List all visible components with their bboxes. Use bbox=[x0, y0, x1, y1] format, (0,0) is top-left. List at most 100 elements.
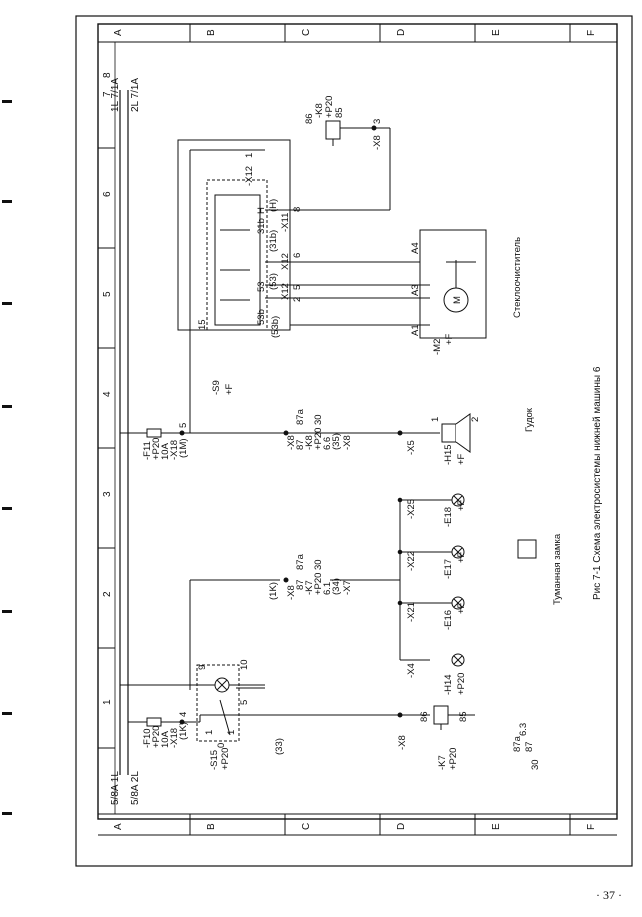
label-h15: +F bbox=[456, 453, 467, 465]
label-k8-branch-contact: 87a bbox=[295, 408, 306, 425]
label-x12-pin: 1 bbox=[244, 153, 255, 158]
binding-mark bbox=[2, 712, 12, 715]
wire-label: (33) bbox=[274, 738, 285, 755]
binding-mark bbox=[2, 610, 12, 613]
label-k7-branch: 87 bbox=[295, 579, 306, 590]
fuse-f11 bbox=[146, 428, 162, 438]
label-x25: -X25 bbox=[406, 499, 417, 519]
drawing-frame bbox=[75, 15, 633, 867]
label-x4: -X4 bbox=[406, 663, 417, 678]
label-k7: +P20 bbox=[448, 748, 459, 770]
label-s15: -S15 bbox=[209, 750, 220, 770]
label-f11: (1M) bbox=[178, 438, 189, 458]
figure-caption: Рис 7-1 Схема электросистемы нижней маши… bbox=[592, 366, 603, 600]
label-k8: 86 bbox=[304, 113, 315, 124]
label-f10: -F10 bbox=[142, 728, 153, 748]
row-label-bottom: D bbox=[396, 823, 407, 830]
column-label: 2 bbox=[102, 591, 113, 597]
row-label-bottom: B bbox=[206, 823, 217, 830]
label-s15-pin: 9 bbox=[197, 665, 208, 670]
bus-label: 2L 7/1A bbox=[130, 78, 141, 112]
label-s9-wire: H bbox=[256, 207, 267, 214]
label-s9-wire: 53b bbox=[256, 309, 267, 325]
label-x12: X12 bbox=[280, 253, 291, 270]
label-s15-pin: 10 bbox=[239, 659, 250, 670]
label-h15-pin: 1 bbox=[430, 417, 441, 422]
column-label: 6 bbox=[102, 191, 113, 197]
binding-mark bbox=[2, 200, 12, 203]
row-label-bottom: F bbox=[586, 824, 597, 830]
label-k7-branch: -X7 bbox=[342, 580, 353, 595]
label-x22: -X22 bbox=[406, 551, 417, 571]
label-k7: -K7 bbox=[437, 755, 448, 770]
label-s9-wire: (53b) bbox=[270, 316, 281, 338]
label-h14: -H14 bbox=[443, 674, 454, 695]
label-k8: -K8 bbox=[314, 103, 325, 118]
horn-h15-bell bbox=[455, 413, 471, 453]
label-k7-branch-contact: 30 bbox=[313, 559, 324, 570]
label-k8-branch: -X8 bbox=[286, 435, 297, 450]
label-s9: +F bbox=[224, 383, 235, 395]
label-s15-pin: 0 bbox=[216, 743, 227, 748]
column-label: 7 bbox=[102, 91, 113, 97]
label-e16: -E16 bbox=[443, 610, 454, 630]
label-f11: -X18 bbox=[169, 440, 180, 460]
horn-h15 bbox=[441, 423, 457, 443]
inner-border bbox=[97, 23, 618, 820]
column-label: 1 bbox=[102, 699, 113, 705]
fuse-f10-circuit bbox=[120, 577, 475, 742]
label-f10-pin: 4 bbox=[178, 712, 189, 717]
page-number: · 37 · bbox=[596, 888, 622, 902]
label-e16-f: +F bbox=[456, 602, 467, 614]
label-m2-pin: A1 bbox=[410, 324, 421, 336]
row-label-top: D bbox=[396, 29, 407, 36]
label-f11-pin: 5 bbox=[178, 423, 189, 428]
label-s9-wire: (31b) bbox=[268, 230, 279, 252]
horn-circuit bbox=[120, 150, 471, 453]
label-k8-branch-contact: 30 bbox=[313, 414, 324, 425]
fog-label: Туманная замка bbox=[552, 533, 563, 605]
label-f11: +P20 bbox=[151, 438, 162, 460]
label-x5: -X5 bbox=[406, 440, 417, 455]
label-h15: -H15 bbox=[443, 444, 454, 465]
label-e18-f: +F bbox=[456, 499, 467, 511]
label-x12-pin: 5 bbox=[292, 285, 303, 290]
label-k8-branch: +P20 bbox=[313, 428, 324, 450]
label-h15-pin: 2 bbox=[470, 417, 481, 422]
row-label-top: E bbox=[491, 29, 502, 36]
label-x12: X12 bbox=[280, 283, 291, 300]
wiper-motor-box bbox=[419, 229, 487, 339]
label-k8-branch: 87 bbox=[295, 439, 306, 450]
label-x8: -X8 bbox=[397, 735, 408, 750]
label-k8-pin: 3 bbox=[372, 119, 383, 124]
fog-light-circuit bbox=[330, 493, 537, 667]
label-f10: 10A bbox=[160, 730, 171, 748]
row-label-bottom: E bbox=[491, 823, 502, 830]
label-k7-branch: +P20 bbox=[313, 573, 324, 595]
row-label-top: A bbox=[113, 29, 124, 36]
fog-lamp-symbol bbox=[517, 539, 537, 559]
label-k8: 85 bbox=[334, 107, 345, 118]
label-h14: +P20 bbox=[456, 673, 467, 695]
label-k7-branch: -K7 bbox=[304, 580, 315, 595]
label-k7-branch-contact: 87a bbox=[295, 553, 306, 570]
label-x11: -X11 bbox=[280, 213, 291, 232]
label-k7-contact: 6.3 bbox=[518, 723, 529, 736]
column-label: 4 bbox=[102, 391, 113, 397]
label-f10: (1K) bbox=[178, 722, 189, 740]
label-k7-contact: 30 bbox=[530, 759, 541, 770]
binding-mark bbox=[2, 507, 12, 510]
label-x21: -X21 bbox=[406, 602, 417, 622]
label-x12-pin: 6 bbox=[292, 253, 303, 258]
bus-label: 1L 7/1A bbox=[110, 78, 121, 112]
label-k8-branch: (35) bbox=[331, 433, 342, 450]
label-e17-f: +F bbox=[456, 551, 467, 563]
label-k8-branch: -X8 bbox=[342, 435, 353, 450]
label-k7-contact: 87a bbox=[512, 735, 523, 752]
label-s15-pin: 1 bbox=[226, 730, 237, 735]
wiper-circuit bbox=[177, 120, 487, 339]
bus-label: 5/8A 1L bbox=[110, 771, 121, 805]
label-k7-pin: 86 bbox=[419, 711, 430, 722]
label-m2-pin: A4 bbox=[410, 242, 421, 254]
